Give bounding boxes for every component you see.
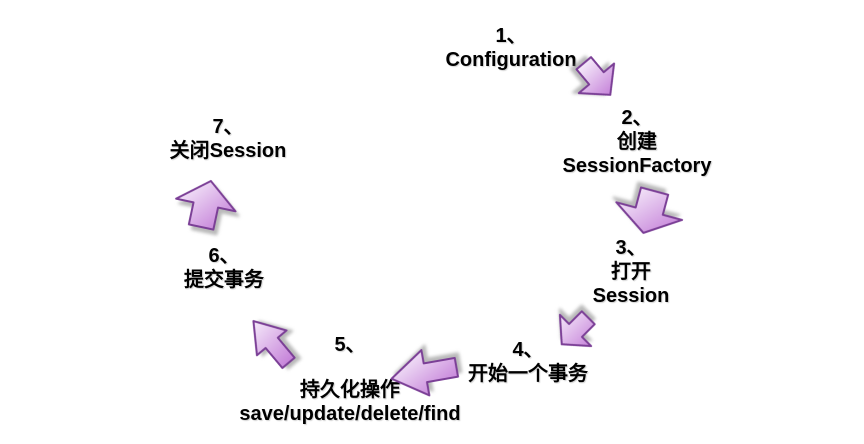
step-text: 打开 <box>611 261 651 283</box>
step-5-label: 5、 持久化操作 save/update/delete/find <box>230 333 470 426</box>
step-6-label: 6、 提交事务 <box>104 244 344 292</box>
step-text: 创建 <box>617 131 657 153</box>
step-4-label: 4、 开始一个事务 <box>408 338 648 386</box>
step-text: Session <box>592 285 670 307</box>
step-number: 2、 <box>621 107 653 129</box>
flow-arrow-step5-to-step6-icon <box>236 306 305 377</box>
flow-arrow-step6-to-step7-icon <box>169 173 244 236</box>
step-number: 3、 <box>615 237 647 259</box>
step-text: save/update/delete/find <box>239 403 461 425</box>
step-2-label: 2、 创建 SessionFactory <box>517 106 757 178</box>
step-text: 开始一个事务 <box>468 363 588 385</box>
step-text: 提交事务 <box>184 269 264 291</box>
flow-arrow-step4-to-step5-icon <box>385 342 463 403</box>
step-text: Configuration <box>445 49 577 71</box>
step-text: 关闭Session <box>169 140 287 162</box>
flow-arrow-step2-to-step3-icon <box>607 180 690 244</box>
step-1-label: 1、 Configuration <box>391 24 631 72</box>
step-number: 1、 <box>495 25 527 47</box>
step-number: 6、 <box>208 245 240 267</box>
flow-arrow-step1-to-step2-icon <box>564 46 631 112</box>
step-number: 4、 <box>512 339 544 361</box>
flow-arrow-step3-to-step4-icon <box>544 300 606 362</box>
step-3-label: 3、 打开 Session <box>511 236 751 308</box>
step-number: 7、 <box>212 116 244 138</box>
step-text: SessionFactory <box>562 155 712 177</box>
step-text: 持久化操作 <box>300 379 400 401</box>
step-number: 5、 <box>334 334 366 356</box>
step-7-label: 7、 关闭Session <box>108 115 348 163</box>
